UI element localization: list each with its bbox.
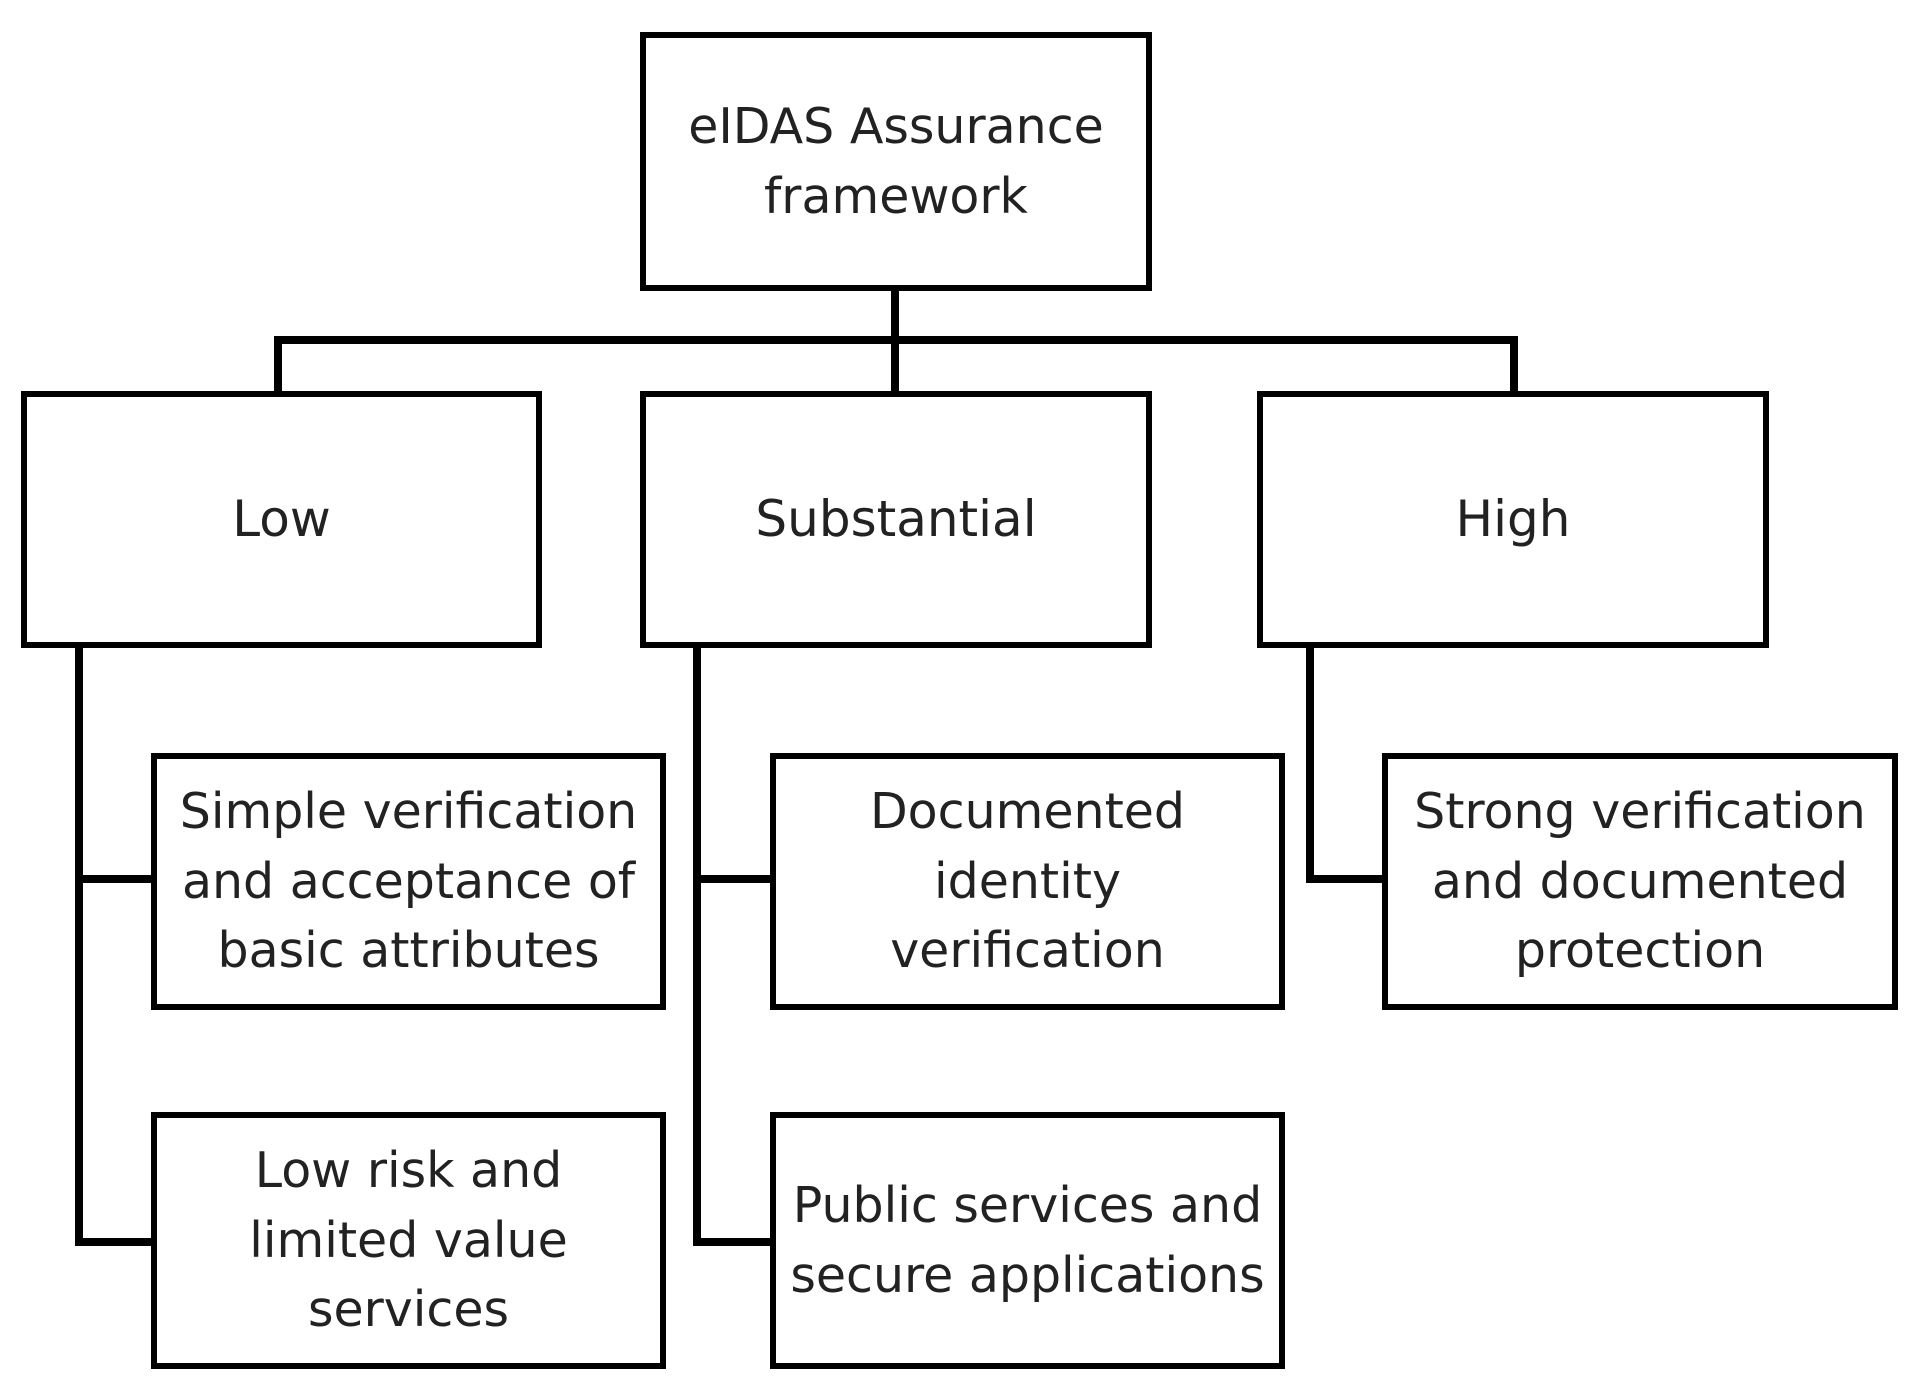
substantial-item-node-1: Documented identity verification bbox=[770, 753, 1285, 1010]
high-item-label-1: Strong verification and documented prote… bbox=[1414, 783, 1866, 980]
low-drop-connector bbox=[274, 336, 282, 394]
substantial-item-label-1: Documented identity verification bbox=[869, 783, 1186, 980]
low-branch-1-connector bbox=[75, 875, 155, 883]
root-node: eIDAS Assurance framework bbox=[640, 32, 1152, 291]
high-drop-connector bbox=[1510, 336, 1518, 394]
high-item-node-1: Strong verification and documented prote… bbox=[1382, 753, 1898, 1010]
root-stem-connector bbox=[891, 287, 899, 342]
level-node-high: High bbox=[1257, 391, 1769, 648]
root-label: eIDAS Assurance framework bbox=[688, 97, 1104, 225]
low-spine-connector bbox=[75, 645, 83, 1246]
level-node-substantial: Substantial bbox=[640, 391, 1152, 648]
substantial-drop-connector bbox=[891, 336, 899, 394]
low-item-label-1: Simple verification and acceptance of ba… bbox=[179, 783, 638, 980]
level-node-low: Low bbox=[21, 391, 542, 648]
high-branch-1-connector bbox=[1306, 875, 1386, 883]
level-label-low: Low bbox=[232, 490, 331, 548]
substantial-item-node-2: Public services and secure applications bbox=[770, 1112, 1285, 1369]
substantial-branch-1-connector bbox=[693, 875, 773, 883]
substantial-branch-2-connector bbox=[693, 1238, 773, 1246]
low-branch-2-connector bbox=[75, 1238, 155, 1246]
low-item-node-1: Simple verification and acceptance of ba… bbox=[151, 753, 666, 1010]
substantial-spine-connector bbox=[693, 645, 701, 1246]
level-label-substantial: Substantial bbox=[755, 490, 1037, 548]
level-label-high: High bbox=[1455, 490, 1571, 548]
high-spine-connector bbox=[1306, 645, 1314, 883]
substantial-item-label-2: Public services and secure applications bbox=[790, 1176, 1265, 1304]
low-item-label-2: Low risk and limited value services bbox=[249, 1142, 568, 1339]
low-item-node-2: Low risk and limited value services bbox=[151, 1112, 666, 1369]
